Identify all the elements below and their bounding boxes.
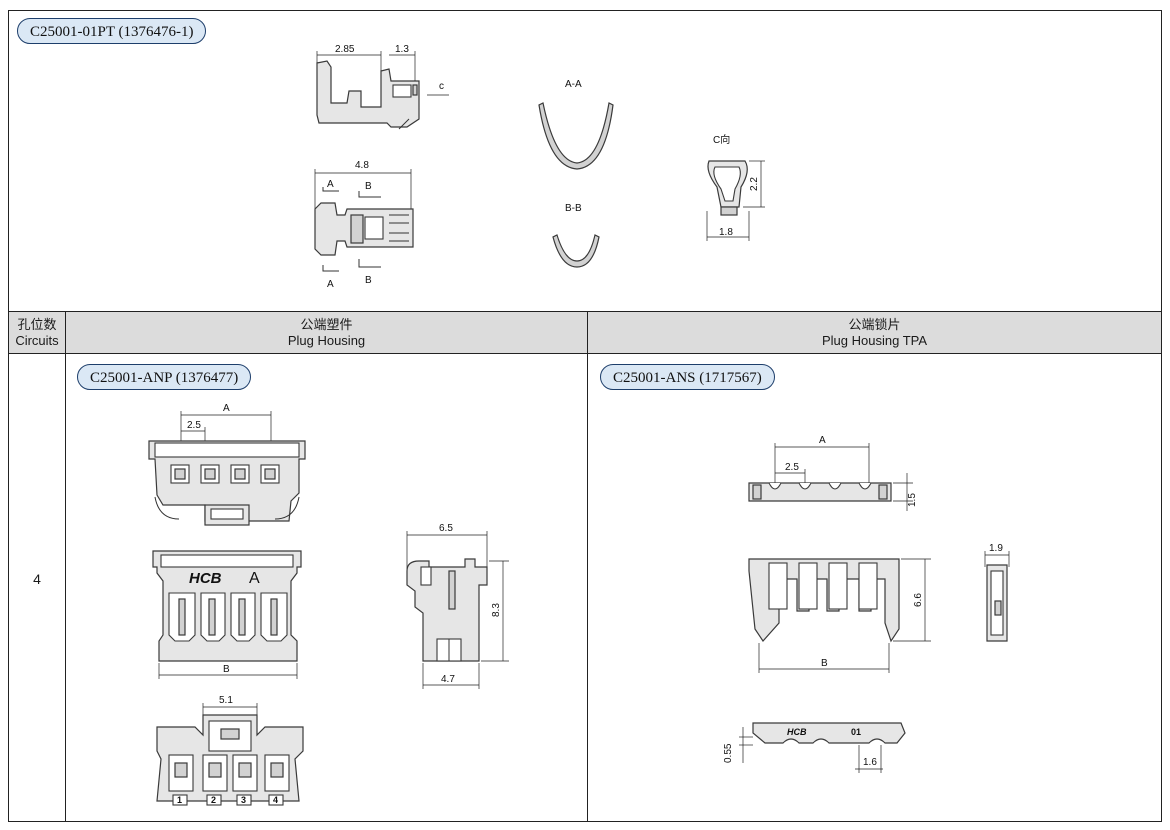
dim-2-85: 2.85 xyxy=(335,44,355,55)
terminal-top-body xyxy=(314,202,414,256)
dim-4-8: 4.8 xyxy=(355,160,369,171)
tpa-dim-1-5: 1.5 xyxy=(907,493,918,507)
c-view-label: C向 xyxy=(713,133,730,146)
header-plug-housing-zh: 公端塑件 xyxy=(300,317,353,332)
column-divider-2 xyxy=(587,311,588,822)
header-plug-housing-tpa: 公端锁片 Plug Housing TPA xyxy=(588,311,1161,354)
section-b-top: B xyxy=(365,181,372,192)
drawing-sheet: C25001-01PT (1376476-1) 2.85 1.3 c 4.8 A… xyxy=(8,10,1162,822)
tpa-dim-0-55: 0.55 xyxy=(723,743,734,763)
header-circuits-zh: 孔位数 xyxy=(17,317,57,332)
housing-pin-4: 4 xyxy=(273,795,278,805)
header-circuits: 孔位数 Circuits xyxy=(9,311,65,354)
dim-2-2: 2.2 xyxy=(749,177,760,191)
housing-part-label: C25001-ANP (1376477) xyxy=(77,364,252,390)
header-tpa-en: Plug Housing TPA xyxy=(821,333,928,348)
section-aa-shape xyxy=(538,102,614,170)
tpa-dim-6-6: 6.6 xyxy=(913,593,924,607)
tpa-dim-1-9: 1.9 xyxy=(989,543,1003,554)
circuits-value: 4 xyxy=(33,571,41,587)
dim-1-3: 1.3 xyxy=(395,44,409,55)
tpa-dim-1-6: 1.6 xyxy=(863,757,877,768)
tpa-drawings: A 2.5 1.5 6.6 B 1.9 HCB xyxy=(723,435,1010,773)
tpa-part-label: C25001-ANS (1717567) xyxy=(600,364,775,390)
tpa-top-view xyxy=(748,482,892,502)
housing-drawings: A 2.5 HCB A B 6.5 xyxy=(148,403,509,806)
terminal-side-view: 2.85 1.3 c 4.8 A B A B A-A B-B C向 xyxy=(314,44,765,290)
housing-dim-8-3: 8.3 xyxy=(491,603,502,617)
tpa-dim-2-5: 2.5 xyxy=(785,462,799,473)
housing-dim-6-5: 6.5 xyxy=(439,523,453,534)
section-bb-label: B-B xyxy=(565,203,582,214)
section-aa-label: A-A xyxy=(565,79,582,90)
section-b-bottom: B xyxy=(365,275,372,286)
dim-1-8: 1.8 xyxy=(719,227,733,238)
column-divider-1 xyxy=(65,311,66,822)
header-tpa-zh: 公端锁片 xyxy=(848,317,901,332)
header-plug-housing: 公端塑件 Plug Housing xyxy=(66,311,587,354)
view-c-label: c xyxy=(439,81,444,92)
terminal-part-label: C25001-01PT (1376476-1) xyxy=(17,18,207,44)
housing-dim-5-1: 5.1 xyxy=(219,695,233,706)
housing-pin-2: 2 xyxy=(211,795,216,805)
section-a-top: A xyxy=(327,179,334,190)
housing-dim-4-7: 4.7 xyxy=(441,674,455,685)
housing-dim-a: A xyxy=(223,403,230,414)
housing-letter-mark: A xyxy=(249,570,260,587)
tpa-code-mark: 01 xyxy=(851,727,861,737)
tpa-bottom-view xyxy=(752,722,906,744)
tpa-brand-mark: HCB xyxy=(787,727,807,737)
terminal-side-body xyxy=(316,60,420,128)
tpa-dim-a: A xyxy=(819,435,826,446)
housing-pin-3: 3 xyxy=(241,795,246,805)
header-plug-housing-en: Plug Housing xyxy=(287,333,366,348)
tpa-dim-b: B xyxy=(821,658,828,669)
section-bb-shape xyxy=(552,234,600,268)
housing-dim-b: B xyxy=(223,664,230,675)
section-a-bottom: A xyxy=(327,279,334,290)
housing-pin-1: 1 xyxy=(177,795,182,805)
housing-dim-2-5: 2.5 xyxy=(187,420,201,431)
housing-brand-mark: HCB xyxy=(189,570,222,587)
header-circuits-en: Circuits xyxy=(15,333,59,348)
